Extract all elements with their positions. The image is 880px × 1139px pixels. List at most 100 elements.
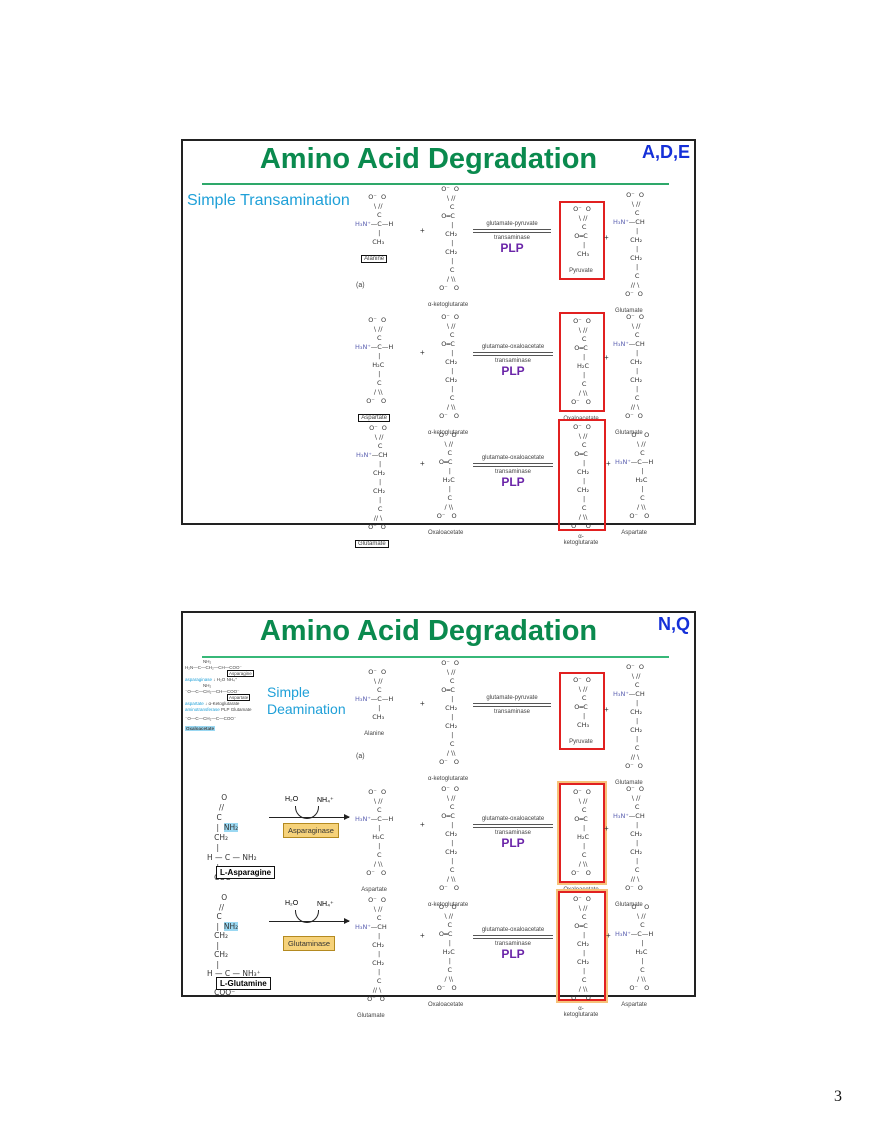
molecule-glutamate: O⁻ O \ // C H₃N⁺—CH | CH₂ | CH₂ | C // \… [355,424,389,548]
molecule-label: Alanine [364,731,385,737]
ammonium-label: NH₄⁺ [317,901,334,908]
molecule-glutamate: O⁻ O \ // C H₃N⁺—CH | CH₂ | CH₂ | C // \… [613,191,645,314]
plus-sign: + [420,348,425,357]
highlight-box [558,419,606,531]
molecule-pyruvate: O⁻ O \ // C O═C | CH₃ Pyruvate [569,676,593,745]
slide-title: Amino Acid Degradation [259,615,598,647]
equilibrium-arrows-icon [473,462,553,468]
molecule-glutamate: O⁻ O \ // C H₃N⁺—CH | CH₂ | CH₂ | C // \… [613,663,645,786]
section-subtitle: Simple Deamination [267,684,346,718]
molecule-label: Alanine [361,255,388,263]
molecule-label: Pyruvate [569,268,593,274]
plus-sign: + [420,820,425,829]
molecule-oxaloacetate: O⁻ O \ // C O═C | H₂C | C / \\ O⁻ O Oxal… [428,903,464,1008]
highlight-box [559,201,605,280]
asparagine-degradation-scheme: NH₂ H₂N—C—CH₂—CH—COO⁻ Asparagine asparag… [185,659,254,731]
molecule-label: α-ketoglutarate [563,1006,599,1018]
molecule-label: α-ketoglutarate [428,430,469,436]
plus-sign: + [420,699,425,708]
molecule-alpha-ketoglutarate: O⁻ O \ // C O═C | CH₂ | CH₂ | C / \\ O⁻ … [428,185,469,308]
enzyme-name: glutamate-oxaloacetate [481,344,545,350]
enzyme-name: glutamate-pyruvate [486,221,538,227]
enzyme-box: Asparaginase [283,823,339,838]
molecule-label: α-ketoglutarate [428,776,469,782]
molecule-label: α-ketoglutarate [428,902,469,908]
equilibrium-arrows-icon [473,934,553,940]
molecule-aspartate: O⁻ O \ // C H₃N⁺—C—H | H₂C | C / \\ O⁻ O… [355,316,394,422]
enzyme-label: aspartate [185,701,204,706]
highlight-box [559,783,605,883]
amino-acid-tag: N,Q [657,614,690,634]
enzyme-box: Glutaminase [283,936,336,951]
molecule-aspartate: O⁻ O \ // C H₃N⁺—C—H | H₂C | C / \\ O⁻ O… [615,431,654,536]
cofactor-plp: PLP [501,947,525,961]
enzyme-type: transaminase [494,830,532,836]
molecule-l-glutamine: O // C | NH₂ CH₂ | CH₂ | H — C — NH₃⁺ | … [207,893,261,997]
molecule-label: Glutamate [357,1013,385,1019]
plus-sign: + [604,705,609,714]
plus-sign: + [420,226,425,235]
equilibrium-arrows-icon [473,702,551,708]
ammonium-label: NH₄⁺ [226,677,238,682]
substrate-label: L-Asparagine [216,866,276,879]
molecule-glutamate: O⁻ O \ // C H₃N⁺—CH | CH₂ | CH₂ | C // \… [613,785,645,908]
equilibrium-arrows-icon [473,228,551,234]
plus-sign: + [420,931,425,940]
highlight-box [559,312,605,412]
enzyme-type: transaminase [494,358,532,364]
subtitle-line: Simple [267,684,310,700]
reaction-arrow: glutamate-oxaloacetate transaminase PLP [473,344,553,378]
plus-sign: + [606,931,611,940]
molecule-label: α-ketoglutarate [563,534,599,546]
plus-sign: + [420,459,425,468]
molecule-glutamate: O⁻ O \ // C H₃N⁺—CH | CH₂ | CH₂ | C // \… [355,896,387,1019]
ammonium-label: NH₄⁺ [317,797,334,804]
water-label: H₂O [285,796,299,803]
enzyme-name: glutamate-pyruvate [486,695,538,701]
molecule-alanine: O⁻ O \ // C H₃N⁺—C—H | CH₃ Alanine [355,193,394,263]
molecule-label: Aspartate [361,887,387,893]
molecule-label: Aspartate [621,1002,647,1008]
cofactor-plp: PLP [500,241,524,255]
enzyme-type: transaminase [493,709,531,715]
glutamate-label: Glutamate [230,707,252,712]
cofactor-plp: PLP [501,836,525,850]
cofactor-plp: PLP [501,364,525,378]
water-label: H₂O [285,900,299,907]
equilibrium-arrows-icon [473,823,553,829]
title-divider [202,656,669,658]
molecule-alpha-ketoglutarate: O⁻ O \ // C O═C | CH₂ | CH₂ | C / \\ O⁻ … [428,313,469,436]
enzyme-name: glutamate-oxaloacetate [481,455,545,461]
molecule-alanine: O⁻ O \ // C H₃N⁺—C—H | CH₃ Alanine [355,668,394,737]
plus-sign: + [606,459,611,468]
enzyme-label: aminotransferase [185,707,220,712]
highlight-box [559,672,605,750]
molecule-label: Oxaloacetate [563,887,599,893]
reaction-arrow: glutamate-oxaloacetate transaminase PLP [473,455,553,489]
molecule-label: Oxaloacetate [428,1002,464,1008]
molecule-label: Aspartate [358,414,390,422]
molecule-oxaloacetate: O⁻ O \ // C O═C | H₂C | C / \\ O⁻ O Oxal… [428,431,464,536]
aspartate-label: Aspartate [227,694,251,701]
molecule-label: Aspartate [621,530,647,536]
enzyme-type: transaminase [494,941,532,947]
reaction-arrow-icon [269,814,350,820]
title-divider [202,183,669,185]
enzyme-name: glutamate-oxaloacetate [481,816,545,822]
molecule-alpha-ketoglutarate: O⁻ O \ // C O═C | CH₂ | CH₂ | C / \\ O⁻ … [428,659,469,782]
molecule-aspartate: O⁻ O \ // C H₃N⁺—C—H | H₂C | C / \\ O⁻ O… [355,788,394,893]
akg-label: α-Ketoglutarate [208,701,240,706]
panel-label: (a) [356,282,365,289]
plus-sign: + [604,353,609,362]
enzyme-type: transaminase [493,235,531,241]
slide-transamination: Amino Acid Degradation A,D,E Simple Tran… [181,139,696,548]
amino-acid-tag: A,D,E [641,142,690,162]
molecule-label: Glutamate [615,430,643,436]
reaction-arrow: glutamate-oxaloacetate transaminase PLP [473,927,553,961]
molecule-pyruvate: O⁻ O \ // C O═C | CH₃ Pyruvate [569,205,593,274]
cofactor-plp: PLP [501,475,525,489]
molecule-label: Pyruvate [569,739,593,745]
highlight-box [558,891,606,1001]
oxaloacetate-label: Oxaloacetate [185,726,216,731]
molecule-alpha-ketoglutarate: O⁻ O \ // C O═C | CH₂ | CH₂ | C / \\ O⁻ … [560,895,602,1021]
